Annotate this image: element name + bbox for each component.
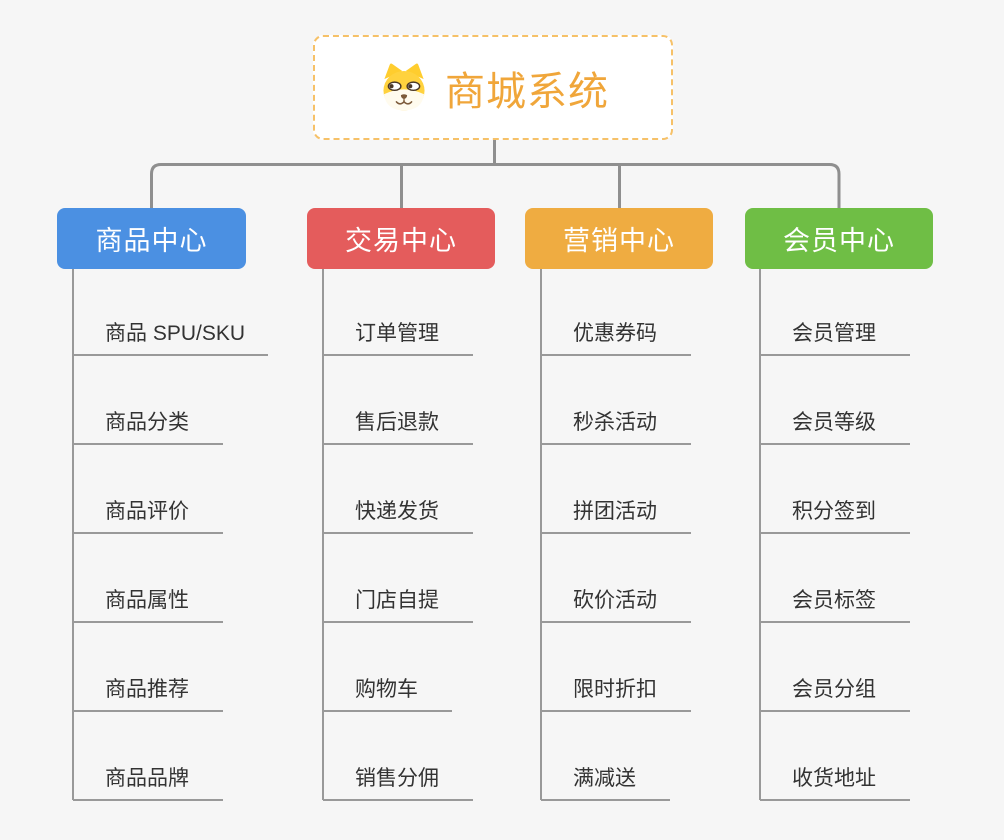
child-node[interactable]: 快递发货 [355,500,439,523]
child-node[interactable]: 会员标签 [792,589,876,612]
root-node[interactable]: 商城系统 [313,35,673,140]
child-node[interactable]: 商品评价 [105,500,189,523]
dog-face-icon [383,63,425,110]
child-node[interactable]: 订单管理 [355,322,439,345]
child-node[interactable]: 商品分类 [105,411,189,434]
child-node[interactable]: 售后退款 [355,411,439,434]
child-node[interactable]: 秒杀活动 [573,411,657,434]
child-node[interactable]: 商品品牌 [105,767,189,790]
child-node[interactable]: 会员分组 [792,678,876,701]
child-node[interactable]: 会员等级 [792,411,876,434]
child-node[interactable]: 优惠券码 [573,322,657,345]
branch-member-center[interactable]: 会员中心 [745,208,933,269]
child-node[interactable]: 满减送 [573,767,636,790]
child-node[interactable]: 限时折扣 [573,678,657,701]
branch-marketing-center[interactable]: 营销中心 [525,208,713,269]
branch-trade-center[interactable]: 交易中心 [307,208,495,269]
child-node[interactable]: 积分签到 [792,500,876,523]
child-node[interactable]: 购物车 [355,678,418,701]
child-node[interactable]: 商品 SPU/SKU [105,322,246,345]
child-node[interactable]: 商品推荐 [105,678,189,701]
child-node[interactable]: 砍价活动 [573,589,657,612]
root-title: 商城系统 [445,69,609,114]
child-node[interactable]: 会员管理 [792,322,876,345]
child-node[interactable]: 收货地址 [792,767,876,790]
child-node[interactable]: 销售分佣 [355,767,439,790]
child-node[interactable]: 拼团活动 [573,500,657,523]
child-node[interactable]: 门店自提 [355,589,439,612]
child-node[interactable]: 商品属性 [105,589,189,612]
branch-product-center[interactable]: 商品中心 [57,208,246,269]
